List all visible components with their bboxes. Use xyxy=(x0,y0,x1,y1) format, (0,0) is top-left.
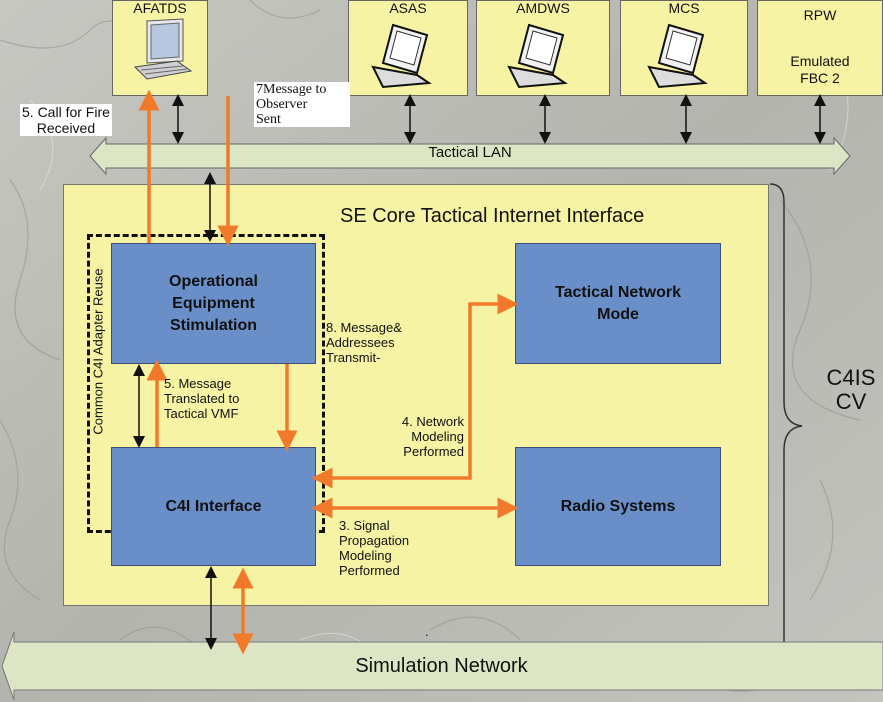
simulation-network-bus xyxy=(1,631,883,701)
afatds-system[interactable]: AFATDS xyxy=(112,0,208,96)
step5-message-translated-label: 5. Message Translated to Tactical VMF xyxy=(164,376,240,421)
oes-label: Operational Equipment Stimulation xyxy=(169,272,258,334)
c4i-interface-box[interactable]: C4I Interface xyxy=(111,447,316,566)
step3-signal-propagation-label: 3. Signal Propagation Modeling Performed xyxy=(339,518,410,578)
tnm-label: Tactical Network Mode xyxy=(555,283,681,323)
step7-message-observer-label: 7Message to Observer Sent xyxy=(254,82,350,127)
tactical-lan-bus xyxy=(89,136,851,176)
laptop-icon xyxy=(647,23,708,89)
operational-equipment-stimulation-box[interactable]: Operational Equipment Stimulation xyxy=(111,243,316,364)
asas-label: ASAS xyxy=(389,0,427,16)
simulation-network-label: Simulation Network xyxy=(355,655,528,677)
radio-systems-box[interactable]: Radio Systems xyxy=(515,447,721,566)
step5-call-for-fire-label: 5. Call for Fire Received xyxy=(20,104,112,136)
laptop-icon xyxy=(133,18,193,80)
step4-network-modeling-label: 4. Network Modeling Performed xyxy=(401,414,464,459)
mcs-label: MCS xyxy=(668,0,700,16)
afatds-label: AFATDS xyxy=(133,0,187,16)
network-modeling-arrow xyxy=(311,293,519,489)
core-title: SE Core Tactical Internet Interface xyxy=(340,205,645,227)
tactical-lan-label: Tactical LAN xyxy=(428,144,512,161)
mcs-system[interactable]: MCS xyxy=(620,0,748,96)
tactical-network-mode-box[interactable]: Tactical Network Mode xyxy=(515,243,721,364)
rpw-system[interactable]: RPW Emulated FBC 2 xyxy=(757,0,883,96)
amdws-system[interactable]: AMDWS xyxy=(476,0,610,96)
right-cut-label: C4IS CV xyxy=(826,365,876,414)
rpw-sub-label: Emulated FBC 2 xyxy=(790,53,850,86)
asas-system[interactable]: ASAS xyxy=(348,0,468,96)
c4i-label: C4I Interface xyxy=(165,497,262,515)
laptop-icon xyxy=(507,23,568,89)
stray-dot: . xyxy=(425,624,429,639)
radio-label: Radio Systems xyxy=(560,497,676,515)
amdws-label: AMDWS xyxy=(516,0,570,16)
laptop-icon xyxy=(371,23,432,89)
rpw-label: RPW xyxy=(803,7,837,23)
step8-message-addressees-label: 8. Message& Addressees Transmit- xyxy=(326,320,402,365)
